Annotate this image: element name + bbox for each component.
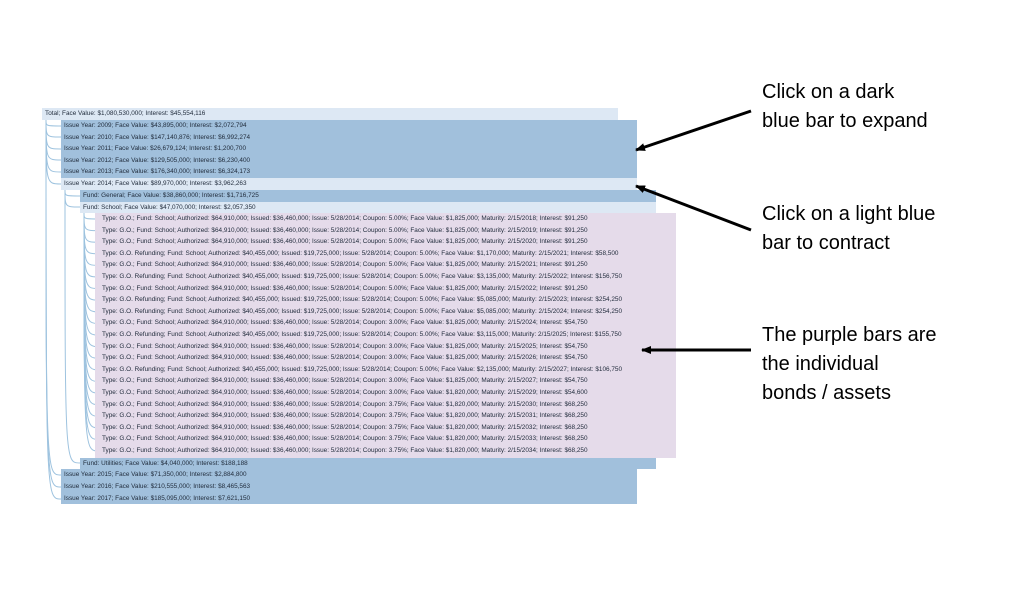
tree-node-year-2014[interactable]: Issue Year: 2014; Face Value: $89,970,00… — [61, 178, 637, 190]
callout-purple: The purple bars are the individual bonds… — [762, 324, 937, 404]
callout-contract: Click on a light blue bar to contract — [762, 203, 936, 254]
bond-item: Type: G.O.; Fund: School; Authorized: $6… — [99, 259, 676, 271]
bond-item: Type: G.O.; Fund: School; Authorized: $6… — [99, 421, 676, 434]
callout-expand: Click on a dark blue bar to expand — [762, 81, 928, 132]
bond-item: Type: G.O. Refunding; Fund: School; Auth… — [99, 294, 676, 306]
link-fund-bond — [83, 212, 100, 452]
bond-item: Type: G.O. Refunding; Fund: School; Auth… — [99, 305, 676, 318]
bond-item: Type: G.O.; Fund: School; Authorized: $6… — [99, 340, 676, 353]
tree-node-year-2016[interactable]: Issue Year: 2016; Face Value: $210,555,0… — [61, 481, 637, 493]
bond-item: Type: G.O.; Fund: School; Authorized: $6… — [99, 375, 676, 387]
bond-item: Type: G.O.; Fund: School; Authorized: $6… — [99, 282, 676, 295]
tree-node-year-2015[interactable]: Issue Year: 2015; Face Value: $71,350,00… — [61, 469, 637, 481]
tree-node-year-2009[interactable]: Issue Year: 2009; Face Value: $43,895,00… — [61, 120, 637, 132]
tree-node-fund-general[interactable]: Fund: General; Face Value: $38,860,000; … — [80, 190, 656, 202]
arrow-to-light-bar — [635, 184, 752, 232]
bond-item: Type: G.O.; Fund: School; Authorized: $6… — [99, 445, 676, 457]
link-total-year — [45, 119, 62, 500]
bond-item: Type: G.O.; Fund: School; Authorized: $6… — [99, 387, 676, 399]
tree-node-year-2017[interactable]: Issue Year: 2017; Face Value: $185,095,0… — [61, 493, 637, 504]
bond-item: Type: G.O.; Fund: School; Authorized: $6… — [99, 317, 676, 329]
bond-item: Type: G.O.; Fund: School; Authorized: $6… — [99, 410, 676, 422]
tree-node-total[interactable]: Total; Face Value: $1,080,530,000; Inter… — [42, 108, 618, 120]
bond-item: Type: G.O.; Fund: School; Authorized: $6… — [99, 352, 676, 364]
tree-node-year-2010[interactable]: Issue Year: 2010; Face Value: $147,140,8… — [61, 132, 637, 143]
arrow-to-dark-bar — [635, 109, 752, 152]
bond-item: Type: G.O. Refunding; Fund: School; Auth… — [99, 363, 676, 376]
bond-item: Type: G.O. Refunding; Fund: School; Auth… — [99, 329, 676, 341]
tree-node-year-2013[interactable]: Issue Year: 2013; Face Value: $176,340,0… — [61, 166, 637, 178]
link-year-fund — [64, 189, 81, 464]
tree-node-year-2011[interactable]: Issue Year: 2011; Face Value: $26,679,12… — [61, 143, 637, 155]
tree-node-year-2012[interactable]: Issue Year: 2012; Face Value: $129,505,0… — [61, 155, 637, 166]
bond-item: Type: G.O.; Fund: School; Authorized: $6… — [99, 224, 676, 237]
tree-node-fund-school[interactable]: Fund: School; Face Value: $47,070,000; I… — [80, 202, 656, 213]
bond-item: Type: G.O. Refunding; Fund: School; Auth… — [99, 247, 676, 260]
bond-item: Type: G.O. Refunding; Fund: School; Auth… — [99, 271, 676, 283]
bond-item: Type: G.O.; Fund: School; Authorized: $6… — [99, 236, 676, 248]
bond-item: Type: G.O.; Fund: School; Authorized: $6… — [99, 213, 676, 225]
tree-node-fund-utilities[interactable]: Fund: Utilities; Face Value: $4,040,000;… — [80, 458, 656, 469]
bond-item: Type: G.O.; Fund: School; Authorized: $6… — [99, 433, 676, 445]
bond-item: Type: G.O.; Fund: School; Authorized: $6… — [99, 398, 676, 411]
